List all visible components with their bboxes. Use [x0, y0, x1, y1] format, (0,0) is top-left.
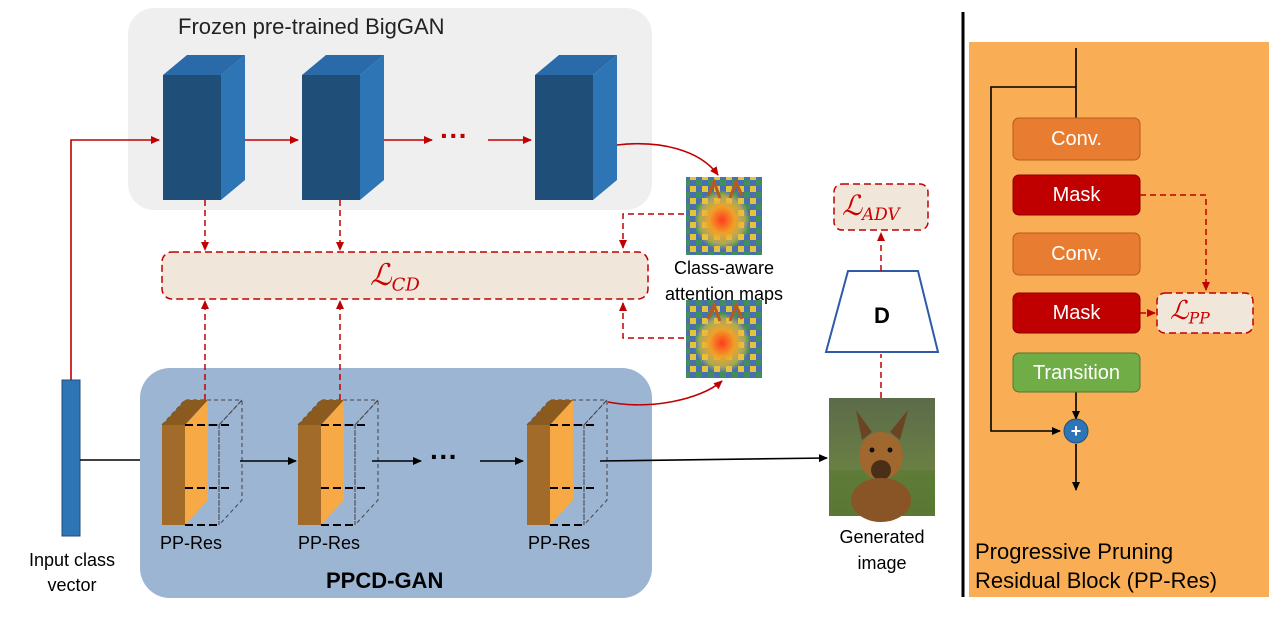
biggan-block-2 [302, 55, 384, 200]
loss-cd-symbol: ℒ [370, 258, 392, 293]
attention-top-to-cd [619, 213, 684, 249]
conv-block-1 [1012, 117, 1141, 161]
biggan-to-attention-arrow [616, 142, 719, 176]
pp-res-label-3: PP-Res [528, 533, 591, 553]
input-label-line1: Input class [28, 550, 116, 570]
pp-res-panel-title: Progressive Pruning Residual Block (PP-R… [975, 537, 1217, 595]
pp-res-label-1: PP-Res [160, 533, 223, 553]
transition-block [1012, 352, 1141, 393]
attention-label: Class-aware attention maps [654, 255, 794, 307]
loss-cd-label: ℒCD [370, 258, 420, 295]
loss-pp-symbol: ℒ [1170, 296, 1189, 326]
top-panel-title: Frozen pre-trained BigGAN [178, 14, 445, 39]
pp-res-block-1 [160, 398, 244, 527]
pp-res-title-line1: Progressive Pruning [975, 539, 1174, 564]
input-label-line2: vector [47, 575, 97, 595]
mask-block-2-label: Mask [1052, 302, 1101, 324]
loss-pp-label: ℒPP [1170, 296, 1210, 328]
skip-connection [990, 86, 1076, 435]
ppcd-to-attention-arrow [607, 380, 723, 406]
generated-label-line2: image [857, 553, 907, 573]
biggan-block-3 [535, 55, 617, 200]
loss-adv-subscript: ADV [862, 204, 900, 225]
loss-adv-symbol: ℒ [842, 189, 863, 222]
conv-block-2 [1012, 232, 1141, 276]
pp-res-block-3 [525, 398, 609, 527]
mask1-to-pp [1140, 194, 1210, 291]
pp-res-title-line2: Residual Block (PP-Res) [975, 568, 1218, 593]
loss-pp-subscript: PP [1188, 309, 1210, 328]
loss-pp-box [1156, 292, 1254, 334]
transition-block-label: Transition [1032, 362, 1121, 384]
conv-block-2-label: Conv. [1051, 243, 1102, 265]
conv-block-1-label: Conv. [1051, 128, 1102, 150]
loss-cd-subscript: CD [391, 274, 420, 296]
discriminator-shape [824, 270, 940, 353]
pp-res-block-2 [296, 398, 380, 527]
top-panel [128, 8, 652, 210]
pp-res-label-2: PP-Res [298, 533, 361, 553]
discriminator-label: D [874, 303, 890, 328]
bottom-ellipsis: ··· [430, 441, 458, 472]
add-operation [1063, 418, 1089, 444]
loss-cd-box [161, 251, 649, 300]
plus-icon: + [1070, 421, 1082, 441]
attention-bottom-to-cd [619, 302, 684, 339]
generated-image [829, 398, 935, 522]
attention-map-bottom [686, 300, 762, 378]
bottom-panel [140, 368, 652, 598]
generated-image-label: Generated image [830, 524, 934, 576]
attention-map-top [686, 177, 762, 255]
loss-adv-label: ℒADV [842, 189, 900, 224]
attention-label-line2: attention maps [664, 284, 784, 304]
attention-label-line1: Class-aware [673, 258, 775, 278]
loss-adv-box [833, 183, 929, 231]
generated-label-line1: Generated [839, 527, 925, 547]
top-ellipsis: ··· [440, 120, 468, 151]
to-generated-arrow [599, 454, 828, 463]
biggan-block-1 [163, 55, 245, 200]
input-label: Input class vector [12, 548, 132, 598]
mask-block-1-label: Mask [1052, 184, 1101, 206]
input-to-biggan-arrow [70, 136, 160, 380]
bottom-panel-title: PPCD-GAN [326, 568, 444, 593]
